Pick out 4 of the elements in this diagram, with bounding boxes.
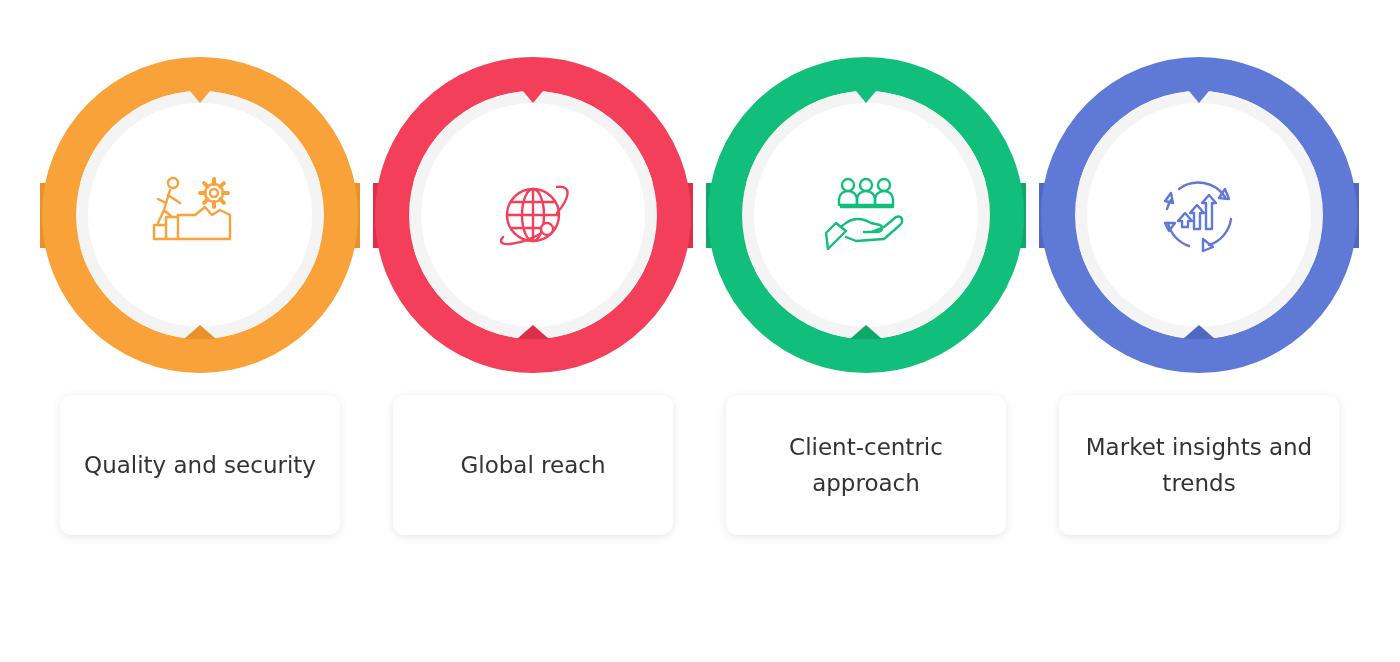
card-title: Client-centric approach bbox=[788, 433, 944, 498]
card-title: Global reach bbox=[460, 451, 606, 480]
card-title: Quality and security bbox=[84, 451, 316, 480]
card-title: Market insights and trends bbox=[1084, 433, 1314, 498]
